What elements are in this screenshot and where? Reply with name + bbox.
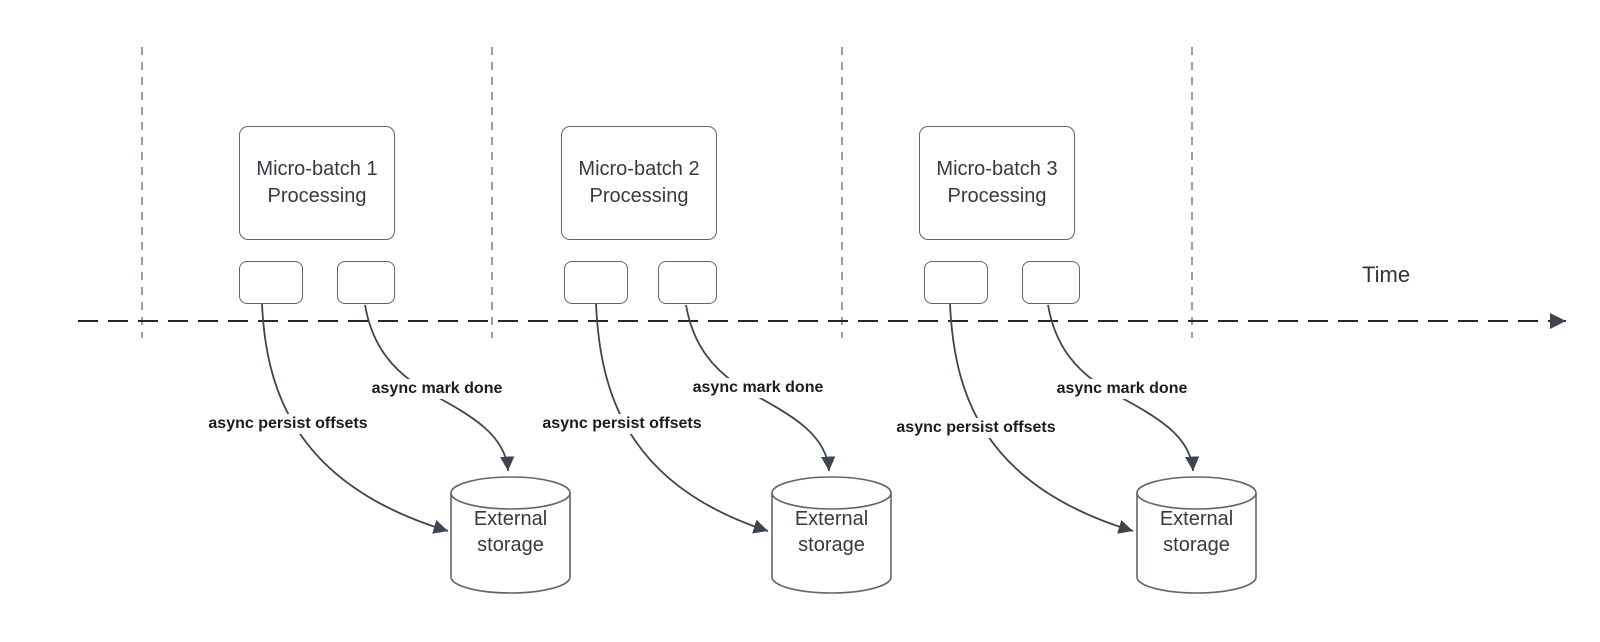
cylinder-body bbox=[771, 493, 892, 594]
persist-offsets-label-3: async persist offsets bbox=[893, 418, 1059, 438]
time-axis-label: Time bbox=[1362, 262, 1411, 287]
storage-label-line2: storage bbox=[477, 534, 544, 556]
storage-label-line1: External bbox=[473, 508, 548, 530]
external-storage-label-1: External storage bbox=[451, 506, 570, 558]
processing-box-title-line2: Processing bbox=[589, 185, 689, 207]
processing-box-title-line1: Micro-batch 2 bbox=[578, 158, 700, 180]
processing-box-title-line1: Micro-batch 3 bbox=[936, 158, 1058, 180]
cylinder-top bbox=[1136, 476, 1257, 510]
storage-cylinder-1 bbox=[450, 476, 571, 594]
storage-label-line2: storage bbox=[798, 534, 865, 556]
external-storage-label-2: External storage bbox=[772, 506, 891, 558]
processing-box-title-line1: Micro-batch 1 bbox=[256, 158, 378, 180]
storage-label-line1: External bbox=[1159, 508, 1234, 530]
processing-box-1: Micro-batch 1 Processing bbox=[239, 126, 395, 240]
commit-task-box-1 bbox=[337, 261, 395, 304]
commit-task-box-3 bbox=[1022, 261, 1080, 304]
storage-label-line2: storage bbox=[1163, 534, 1230, 556]
processing-box-3: Micro-batch 3 Processing bbox=[919, 126, 1075, 240]
offsets-task-box-3 bbox=[924, 261, 988, 304]
cylinder-body bbox=[450, 493, 571, 594]
commit-task-box-2 bbox=[658, 261, 717, 304]
storage-cylinder-2 bbox=[771, 476, 892, 594]
offsets-task-box-1 bbox=[239, 261, 303, 304]
processing-box-title-line2: Processing bbox=[267, 185, 367, 207]
offsets-task-box-2 bbox=[564, 261, 628, 304]
processing-box-title-line2: Processing bbox=[947, 185, 1047, 207]
persist-offsets-label-1: async persist offsets bbox=[205, 414, 371, 434]
mark-done-label-3: async mark done bbox=[1053, 379, 1191, 399]
cylinder-top bbox=[771, 476, 892, 510]
cylinder-top bbox=[450, 476, 571, 510]
storage-cylinder-3 bbox=[1136, 476, 1257, 594]
processing-box-2: Micro-batch 2 Processing bbox=[561, 126, 717, 240]
mark-done-label-2: async mark done bbox=[689, 378, 827, 398]
persist-offsets-label-2: async persist offsets bbox=[539, 414, 705, 434]
cylinder-body bbox=[1136, 493, 1257, 594]
mark-done-label-1: async mark done bbox=[368, 379, 506, 399]
external-storage-label-3: External storage bbox=[1137, 506, 1256, 558]
storage-label-line1: External bbox=[794, 508, 869, 530]
